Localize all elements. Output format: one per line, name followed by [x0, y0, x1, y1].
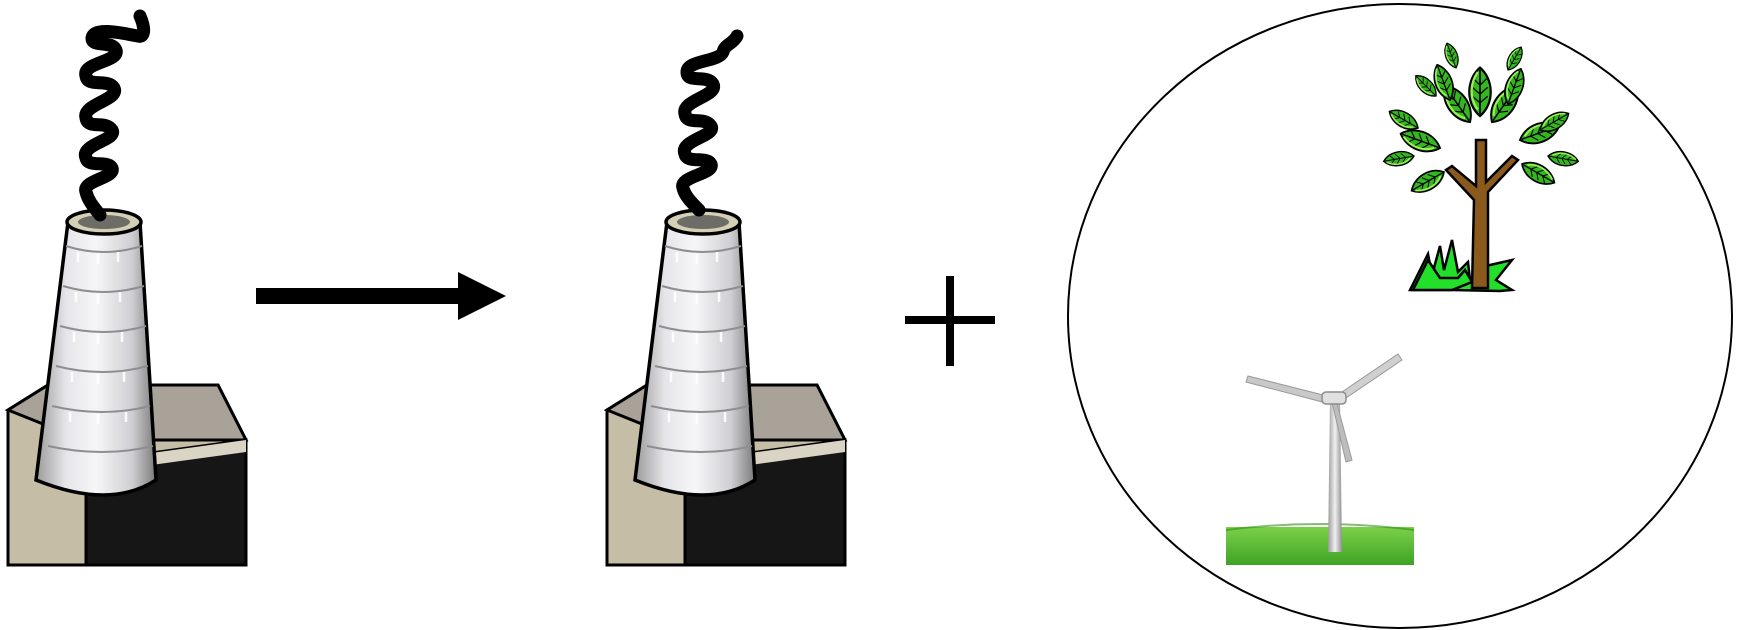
arrow-right-icon	[256, 272, 506, 320]
smoke-icon	[85, 16, 143, 215]
factory-chimney-before	[8, 16, 246, 565]
smoke-icon	[683, 36, 737, 210]
green-alternatives-circle	[1068, 4, 1732, 628]
plus-icon	[905, 276, 995, 366]
factory-chimney-after	[607, 36, 845, 565]
